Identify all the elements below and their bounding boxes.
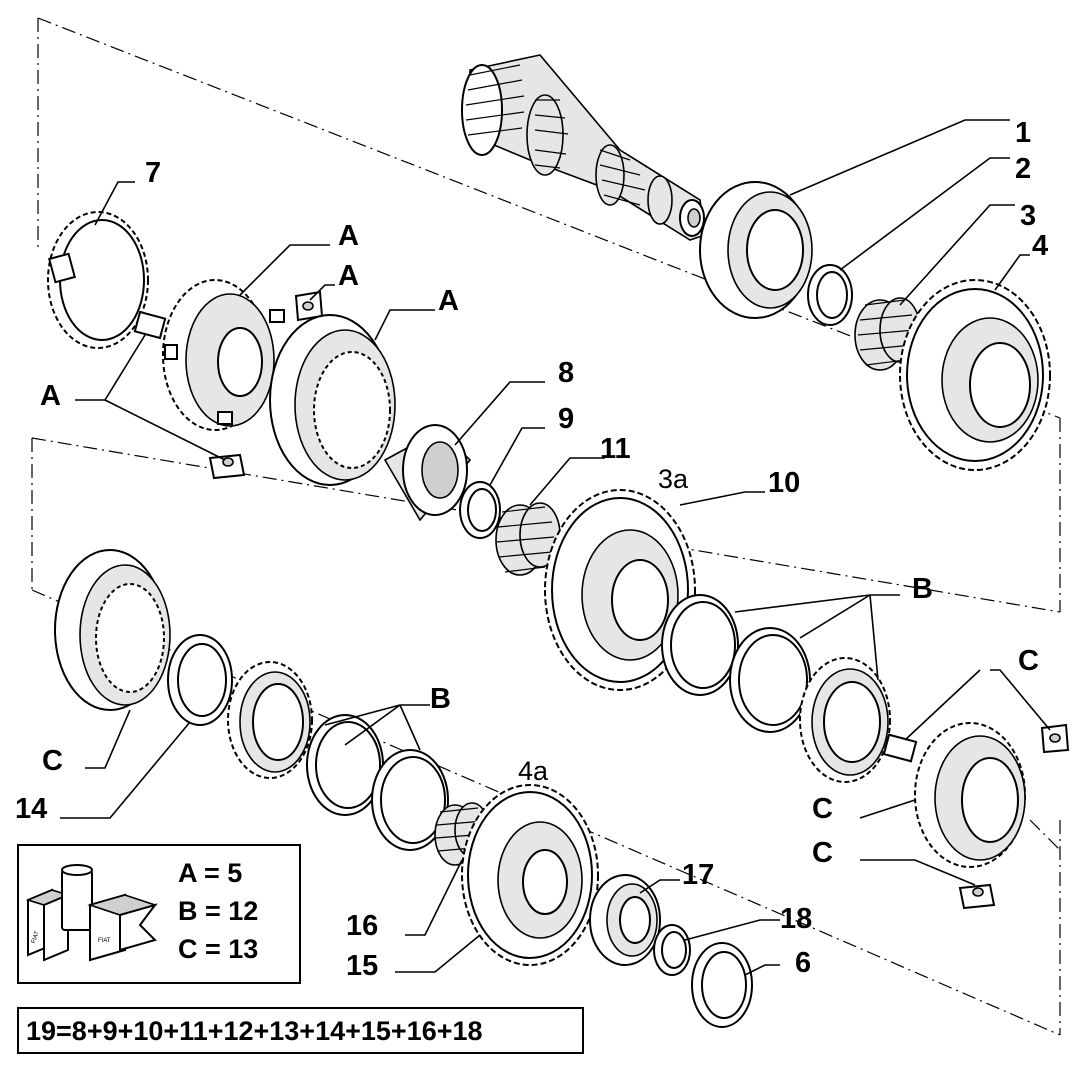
key-part-c-bottom — [958, 883, 996, 910]
label-6: 6 — [795, 947, 811, 979]
bearing-part-17 — [589, 874, 661, 966]
sleeve-part-c — [54, 549, 171, 711]
synchro-cone-b-right — [799, 657, 891, 783]
callout-labels: 1 2 3 4 7 A A A A 8 9 11 3a 10 B C C C C… — [15, 117, 1048, 982]
gear-part-15 — [461, 784, 599, 966]
synchro-cone-b-left — [227, 661, 313, 779]
legend-line-c: C = 13 — [178, 934, 258, 964]
label-18: 18 — [780, 903, 812, 935]
label-4a: 4a — [518, 756, 549, 786]
legend-line-b: B = 12 — [178, 896, 258, 926]
snap-ring-part-18 — [653, 924, 691, 976]
fiat-logo-text-1: FIAT — [31, 930, 41, 944]
label-17: 17 — [682, 859, 714, 891]
snap-ring-part-2 — [807, 264, 853, 326]
label-2: 2 — [1015, 153, 1031, 185]
gear-part-10 — [544, 489, 696, 691]
label-a-3: A — [438, 285, 459, 317]
label-4: 4 — [1032, 230, 1048, 262]
label-11: 11 — [600, 433, 631, 465]
snap-ring-part-9 — [459, 481, 501, 539]
label-a-2: A — [338, 260, 359, 292]
gear-part-4 — [899, 279, 1051, 471]
key-part-a-bottom — [208, 453, 246, 480]
bushing-part-8 — [383, 424, 472, 522]
label-8: 8 — [558, 357, 574, 389]
label-a-4: A — [40, 380, 61, 412]
label-a-1: A — [338, 220, 359, 252]
label-3a: 3a — [658, 464, 689, 494]
formula-text: 19=8+9+10+11+12+13+14+15+16+18 — [26, 1016, 483, 1046]
synchro-ring-b-right-1 — [661, 594, 739, 696]
label-c-top: C — [1018, 645, 1039, 677]
label-c-bottom: C — [812, 837, 833, 869]
label-c-mid: C — [812, 793, 833, 825]
key-part-c-top — [1040, 723, 1070, 754]
label-16: 16 — [346, 910, 378, 942]
label-9: 9 — [558, 403, 574, 435]
sleeve-part-a — [269, 314, 396, 486]
synchro-hub-c — [914, 722, 1026, 868]
washer-part-6 — [691, 942, 753, 1028]
formula-box: 19=8+9+10+11+12+13+14+15+16+18 — [17, 1007, 584, 1054]
synchro-ring-b-left-1 — [306, 714, 384, 816]
main-shaft — [461, 54, 706, 241]
leader-lines — [60, 119, 1051, 976]
fiat-lubricant-icon: FIAT FIAT — [25, 864, 158, 962]
label-b-right: B — [912, 573, 933, 605]
fiat-logo-text-2: FIAT — [98, 938, 111, 944]
label-b-left: B — [430, 683, 451, 715]
label-1: 1 — [1015, 117, 1031, 149]
label-3: 3 — [1020, 200, 1036, 232]
label-c-left: C — [42, 745, 63, 777]
label-15: 15 — [346, 950, 378, 982]
synchro-ring-b-left-2 — [371, 749, 449, 851]
synchro-ring-b-right-2 — [729, 627, 811, 733]
legend-line-a: A = 5 — [178, 858, 242, 888]
synchro-ring-part-7 — [47, 211, 149, 349]
label-10: 10 — [768, 467, 800, 499]
label-14: 14 — [15, 793, 47, 825]
label-7: 7 — [145, 157, 161, 189]
synchro-hub-a — [162, 279, 285, 431]
washer-part-14 — [167, 634, 233, 726]
legend-box: FIAT FIAT A = 5 B = 12 C = 13 — [17, 844, 301, 984]
key-part-a-small — [133, 310, 167, 340]
key-part-c-small — [882, 733, 918, 763]
bearing-part-1 — [699, 181, 813, 319]
